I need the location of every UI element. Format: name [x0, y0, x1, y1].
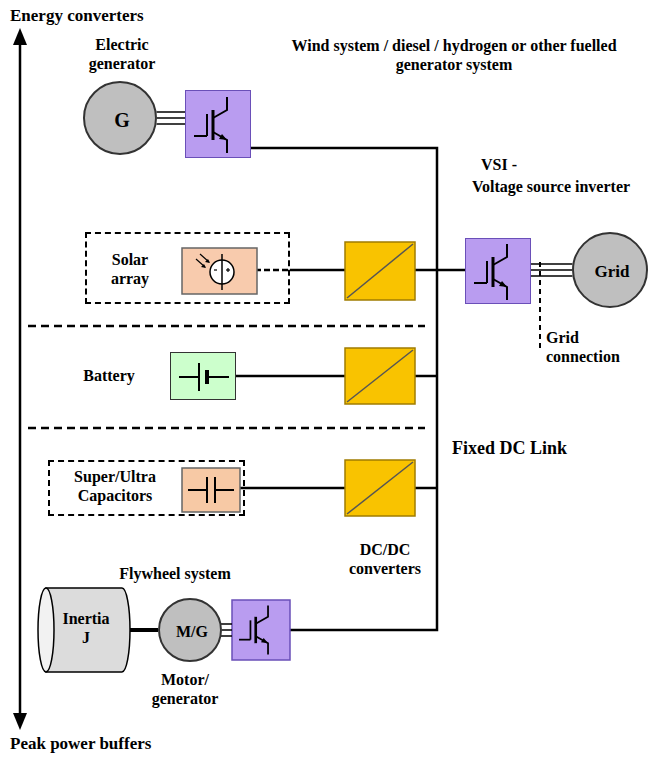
node-label: Grid: [574, 234, 650, 310]
inverter-box: VSI -Voltage source inverter: [465, 238, 531, 304]
motor-generator-circle: Flywheel systemM/GMotor/ generator: [158, 598, 222, 662]
capacitor-group: Super/Ultra Capacitors: [48, 460, 245, 516]
section-heading: Energy converters: [10, 6, 230, 26]
node-heading: Voltage source inverter: [451, 177, 651, 196]
node-label: Solar array: [97, 250, 163, 288]
node-symbol-label: G: [85, 83, 159, 157]
callout-label: DC/DC converters: [335, 540, 435, 578]
region-divider: [28, 326, 425, 428]
range-arrow: [13, 28, 27, 730]
flywheel-inertia: Inertia J: [38, 585, 130, 675]
node-caption: Motor/ generator: [140, 670, 230, 708]
bus-label: Fixed DC Link: [452, 438, 647, 460]
node-shape: [466, 239, 532, 305]
node-shape: [186, 91, 252, 159]
grid-circle: Grid: [572, 232, 648, 308]
wire: [415, 269, 465, 272]
node-heading: Electric generator: [65, 35, 179, 73]
callout-label: Grid connection: [546, 328, 646, 366]
node-label: Super/Ultra Capacitors: [54, 467, 176, 505]
grid-connection-line: [539, 262, 541, 348]
three-phase-wire: [221, 624, 232, 636]
node-heading: Wind system / diesel / hydrogen or other…: [259, 36, 649, 74]
connector: [531, 264, 572, 276]
dcdc-converter: [345, 348, 415, 404]
igbt-converter: [232, 600, 290, 660]
battery-box: Battery: [170, 352, 236, 400]
wire: [290, 269, 345, 272]
generator-circle: Electric generatorG: [83, 81, 157, 155]
wire: [236, 375, 345, 378]
node-heading: Flywheel system: [65, 564, 285, 583]
wire: [415, 375, 437, 378]
wire: [255, 269, 290, 272]
node-shape: [171, 353, 237, 401]
node-shape: [87, 234, 292, 306]
dc-link-bus: [251, 148, 437, 630]
node-label: Battery: [66, 366, 152, 385]
solar-group: Solar array: [85, 232, 290, 304]
connector: [130, 630, 158, 631]
wire: [415, 487, 437, 490]
wire: [238, 487, 345, 490]
section-heading: Peak power buffers: [10, 734, 250, 754]
dcdc-converter: [345, 460, 415, 516]
dcdc-converter: [345, 242, 415, 300]
igbt-converter: Wind system / diesel / hydrogen or other…: [185, 90, 251, 158]
node-heading: VSI -: [446, 155, 552, 174]
connector: [157, 112, 185, 124]
node-symbol-label: M/G: [160, 600, 224, 664]
node-label: Inertia J: [58, 609, 114, 647]
